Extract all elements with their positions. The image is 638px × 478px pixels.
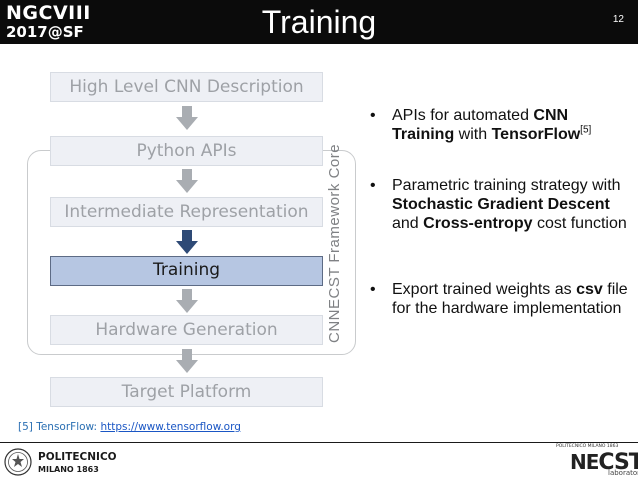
necst-affiliation: POLITECNICO MILANO 1863 [556, 444, 619, 449]
bullet-dot-icon: • [370, 281, 376, 298]
politecnico-subtitle: MILANO 1863 [38, 465, 99, 474]
framework-core-label: CNNECST Framework Core [326, 143, 343, 343]
stage-target-platform: Target Platform [50, 377, 323, 407]
bullet-text-part: CNN Training [392, 107, 569, 143]
bullet-text-part: file for the hardware implementation [392, 281, 628, 317]
bullet-text: Parametric training strategy with Stocha… [392, 176, 634, 233]
bullet-text-part: Cross-entropy [423, 215, 533, 232]
stage-hardware-generation: Hardware Generation [50, 315, 323, 345]
bullet-text-part: TensorFlow [491, 126, 581, 143]
down-arrow-icon [176, 230, 198, 254]
bullet-text-part: cost function [532, 215, 627, 232]
bullet-text-part: Stochastic Gradient Descent [392, 196, 610, 213]
footer-divider [0, 442, 638, 443]
politecnico-name: POLITECNICO [38, 451, 117, 463]
down-arrow-icon [176, 349, 198, 373]
bullet-text-part: Export trained weights as [392, 281, 577, 298]
necst-logo-ne: NE [570, 450, 599, 474]
necst-logo: NECST [570, 450, 638, 475]
bullet-text-part: APIs for automated [392, 107, 534, 124]
footnote-prefix: [5] TensorFlow: [18, 421, 101, 433]
bullet-text-part: with [454, 126, 492, 143]
bullet-text: Export trained weights as csv file for t… [392, 280, 634, 318]
header-bar [0, 0, 638, 44]
necst-logo-cst: CST [598, 450, 638, 475]
down-arrow-icon [176, 106, 198, 130]
down-arrow-icon [176, 169, 198, 193]
page-number: 12 [612, 14, 624, 25]
bullet-dot-icon: • [370, 107, 376, 124]
bullet-text-part: and [392, 215, 424, 232]
tensorflow-link[interactable]: https://www.tensorflow.org [100, 421, 241, 433]
stage-high-level-cnn-description: High Level CNN Description [50, 72, 323, 102]
footnote: [5] TensorFlow: https://www.tensorflow.o… [18, 421, 241, 433]
citation-marker: [5] [580, 124, 592, 136]
stage-intermediate-representation: Intermediate Representation [50, 197, 323, 227]
politecnico-seal-icon [4, 448, 32, 476]
bullet-text-part: csv [576, 281, 603, 298]
conference-logo-line1: NGCVIII [6, 2, 91, 24]
bullet-dot-icon: • [370, 177, 376, 194]
stage-python-apis: Python APIs [50, 136, 323, 166]
conference-logo-line2: 2017@SF [6, 23, 84, 41]
necst-laboratory: laboratory [608, 469, 638, 477]
stage-training: Training [50, 256, 323, 286]
down-arrow-icon [176, 289, 198, 313]
slide-title: Training [261, 4, 377, 40]
bullet-text-part: Parametric training strategy with [392, 177, 621, 194]
bullet-text: APIs for automated CNN Training with Ten… [392, 106, 634, 144]
